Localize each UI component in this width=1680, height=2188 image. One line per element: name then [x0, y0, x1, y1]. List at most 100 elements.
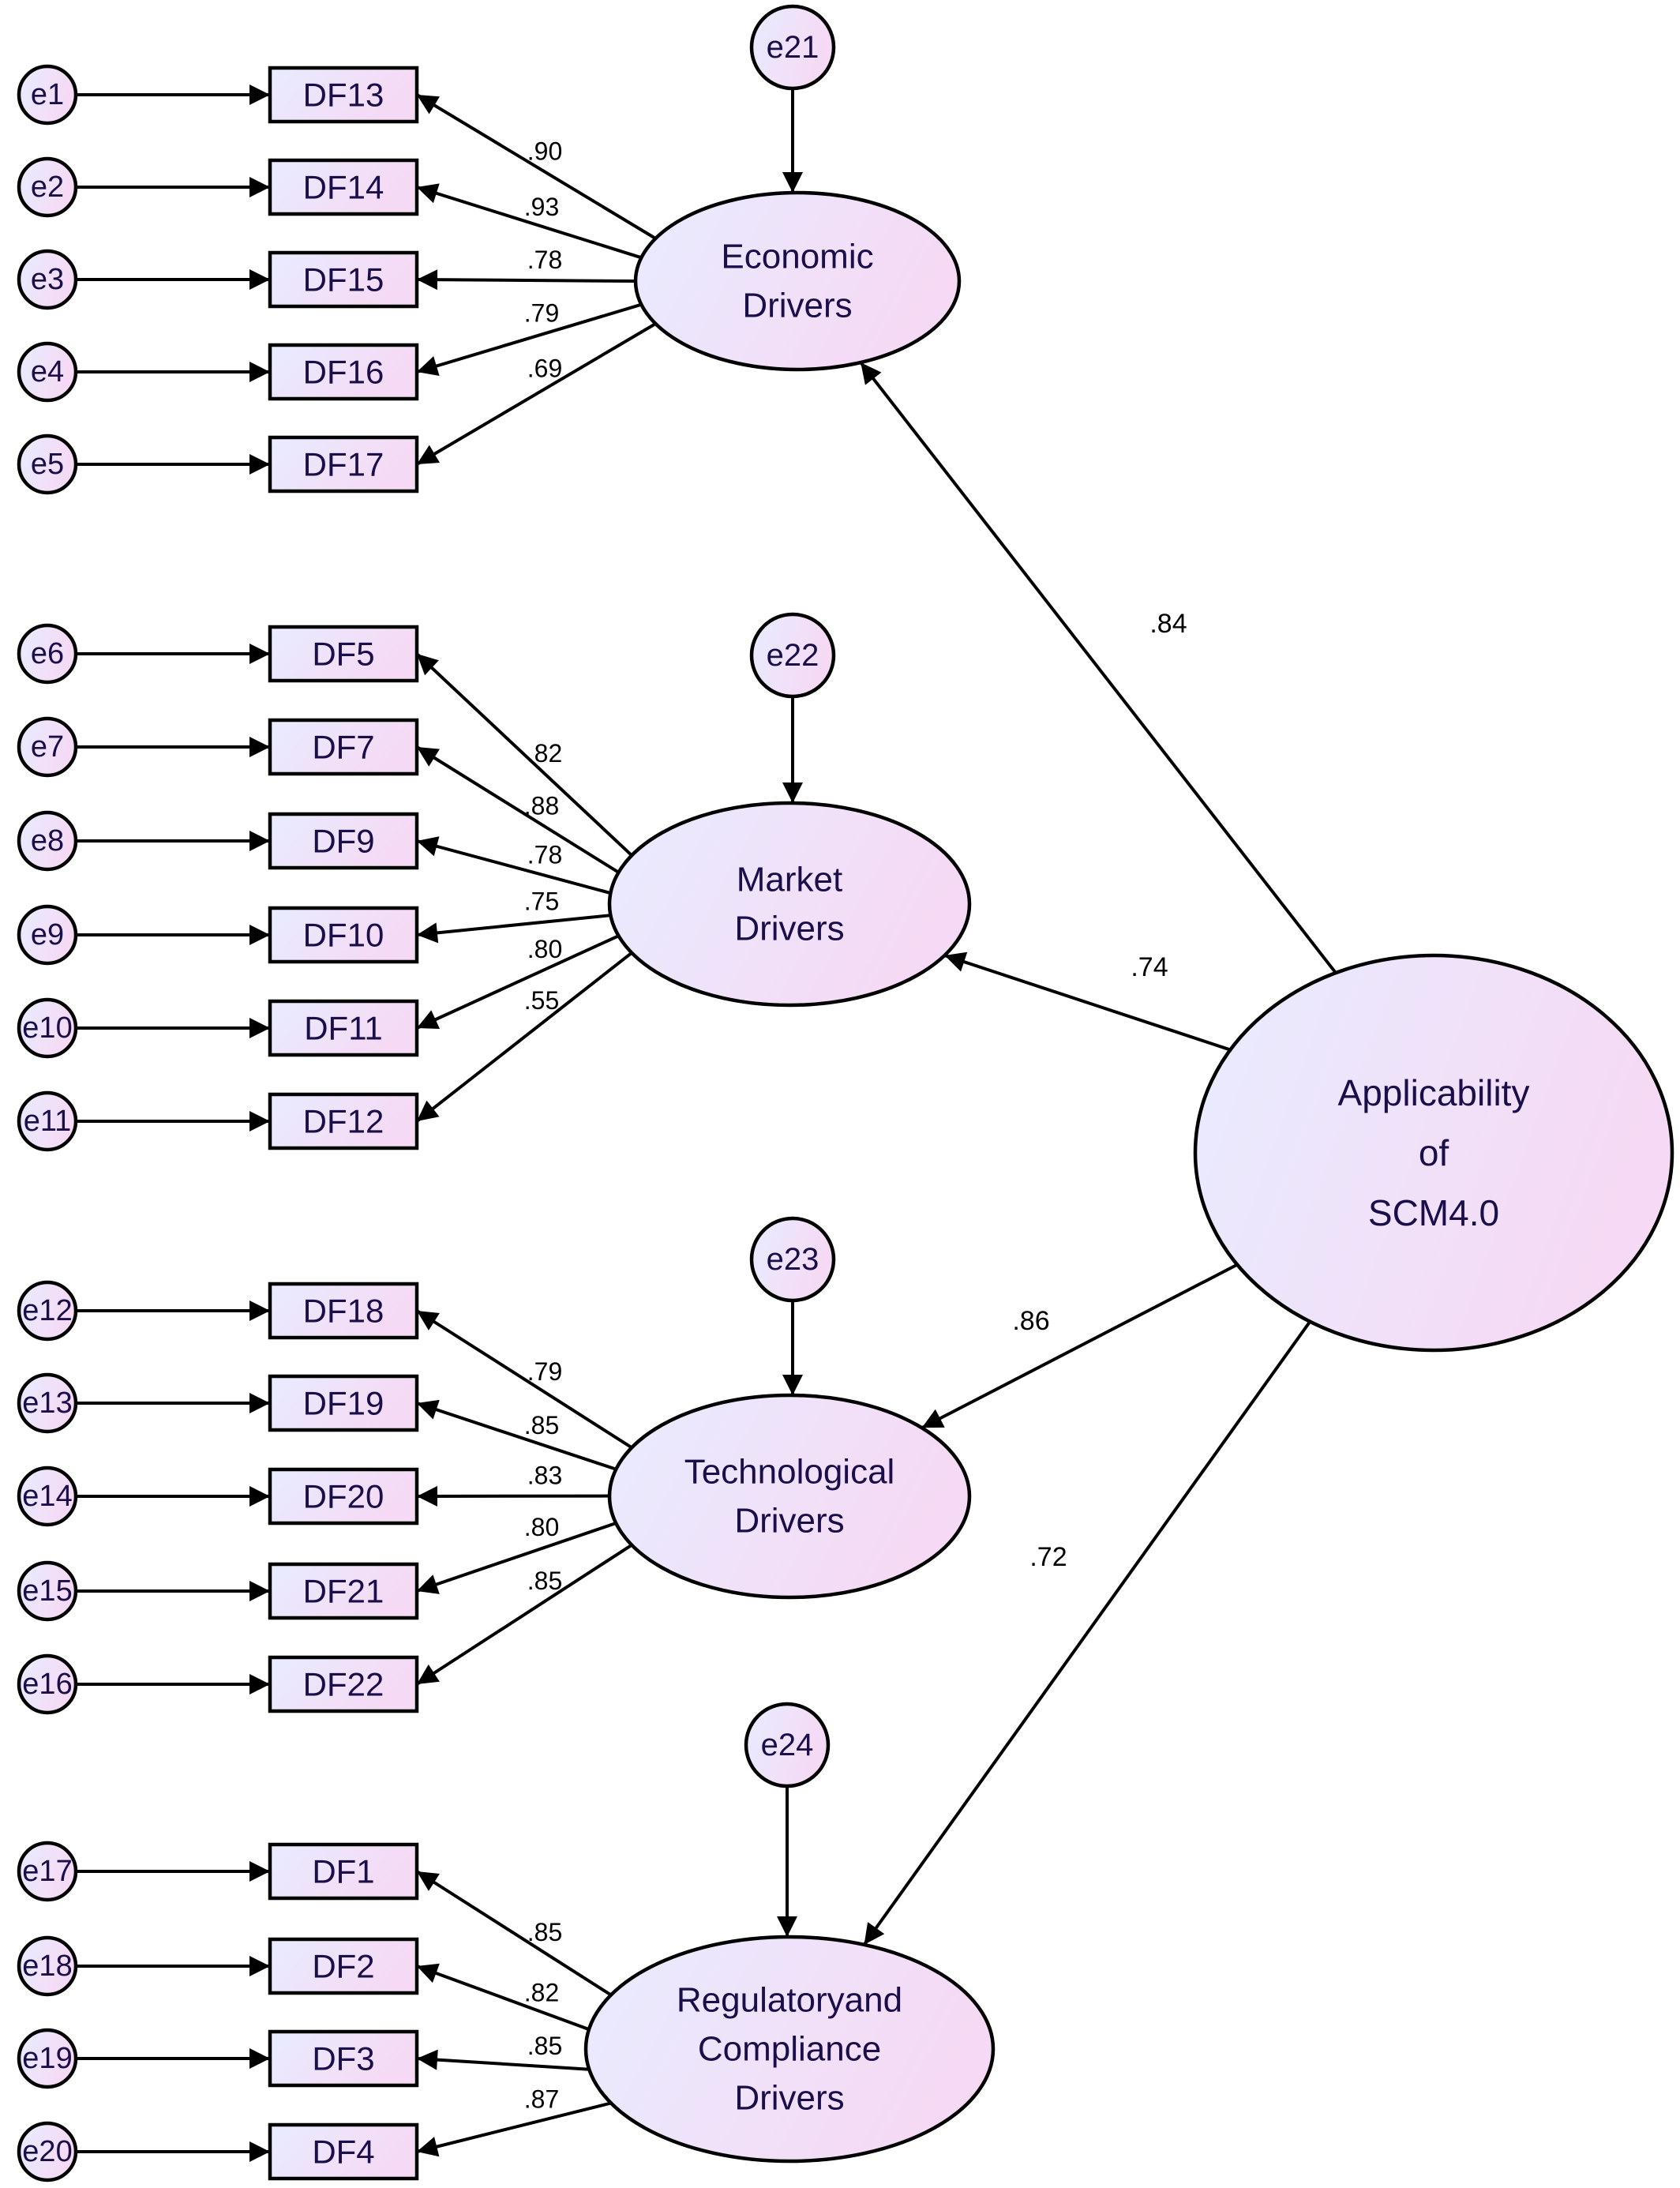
path-coefficient-market: .74 [1131, 952, 1168, 982]
loading-arrow [415, 745, 620, 874]
error-label: e15 [22, 1574, 72, 1608]
latent-label-scm: of [1419, 1132, 1449, 1173]
indicator-DF21 [268, 1562, 419, 1620]
disturbance-label: e23 [767, 1242, 819, 1277]
disturbance-e23 [749, 1216, 836, 1303]
indicator-label: DF22 [303, 1666, 384, 1703]
loading-label: .55 [524, 986, 559, 1015]
indicator-DF16 [268, 343, 419, 401]
latent-scm [1193, 953, 1674, 1353]
indicator-label: DF12 [303, 1103, 384, 1140]
disturbance-label: e22 [767, 638, 819, 673]
indicator-label: DF17 [303, 446, 384, 483]
disturbance-e24 [744, 1702, 831, 1788]
latent-market [607, 801, 972, 1008]
indicator-DF22 [268, 1655, 419, 1713]
loading-label: .85 [524, 1411, 559, 1439]
loading-arrow [416, 1963, 590, 2031]
loading-label: .80 [524, 1513, 559, 1541]
error-label: e11 [24, 1105, 72, 1138]
error-e11 [17, 1090, 78, 1152]
loading-label: .85 [527, 2032, 562, 2060]
indicator-label: DF2 [312, 1948, 374, 1985]
indicator-label: DF20 [303, 1478, 384, 1515]
loading-label: .88 [524, 792, 559, 820]
error-label: e4 [31, 355, 64, 388]
loading-label: .82 [527, 739, 562, 767]
latent-label-reg: Drivers [734, 2079, 844, 2118]
error-e19 [17, 2028, 78, 2089]
error-label: e10 [22, 1011, 72, 1045]
latent-label-tech: Technological [684, 1453, 895, 1492]
structural-arrow-reg [862, 1320, 1311, 1946]
indicator-label: DF9 [312, 823, 374, 860]
loading-arrow [416, 302, 642, 376]
error-label: e7 [31, 730, 64, 764]
indicator-DF5 [268, 625, 419, 683]
indicator-label: DF16 [303, 354, 384, 391]
indicator-DF7 [268, 718, 419, 776]
error-label: e9 [31, 918, 64, 951]
indicator-label: DF13 [303, 77, 384, 114]
loading-label: .69 [527, 355, 562, 383]
error-label: e19 [22, 2042, 72, 2075]
indicator-label: DF10 [303, 917, 384, 954]
loading-label: .93 [524, 193, 559, 221]
error-label: e3 [31, 263, 64, 296]
error-label: e18 [22, 1950, 72, 1983]
error-e5 [17, 433, 78, 495]
indicator-DF9 [268, 812, 419, 870]
indicator-label: DF19 [303, 1385, 384, 1422]
error-e6 [17, 623, 78, 685]
latent-label-econ: Drivers [742, 287, 852, 325]
latent-label-econ: Economic [721, 238, 873, 276]
error-label: e17 [22, 1855, 72, 1888]
indicator-label: DF1 [312, 1853, 374, 1890]
latent-econ [633, 190, 962, 372]
indicator-label: DF21 [303, 1573, 384, 1610]
latent-reg [583, 1935, 996, 2164]
indicator-DF15 [268, 250, 419, 309]
error-e10 [17, 997, 78, 1059]
loading-label: .83 [527, 1462, 562, 1490]
indicator-DF2 [268, 1937, 419, 1995]
loading-label: .82 [524, 1979, 559, 2007]
error-label: e8 [31, 824, 64, 858]
loading-label: .78 [527, 841, 562, 869]
loading-arrow [416, 836, 611, 895]
indicator-label: DF18 [303, 1293, 384, 1330]
latent-label-tech: Drivers [734, 1502, 844, 1541]
indicator-DF17 [268, 435, 419, 494]
loading-label: .90 [527, 137, 562, 166]
loading-arrow [415, 1870, 613, 1997]
error-e16 [17, 1653, 78, 1715]
path-coefficient-econ: .84 [1149, 609, 1187, 639]
disturbance-label: e24 [761, 1728, 814, 1762]
error-e17 [17, 1841, 78, 1902]
indicator-label: DF11 [304, 1010, 383, 1047]
indicator-label: DF4 [312, 2134, 374, 2171]
error-e9 [17, 904, 78, 966]
structural-arrow-market [943, 951, 1231, 1052]
loading-label: .78 [527, 246, 562, 274]
loading-label: .79 [524, 298, 559, 327]
error-e1 [17, 64, 78, 126]
loading-label: .85 [527, 1567, 562, 1595]
error-e12 [17, 1280, 78, 1342]
error-label: e14 [22, 1480, 72, 1513]
path-coefficient-tech: .86 [1012, 1306, 1049, 1336]
latent-label-scm: Applicability [1338, 1072, 1530, 1113]
error-e8 [17, 810, 78, 872]
structural-arrow-tech [921, 1263, 1239, 1430]
indicator-DF20 [268, 1467, 419, 1526]
loading-label: .79 [527, 1357, 562, 1386]
error-label: e2 [31, 171, 64, 204]
loading-arrow [416, 1522, 617, 1594]
indicator-DF4 [268, 2122, 419, 2181]
loading-label: .80 [527, 935, 562, 963]
disturbance-e21 [749, 4, 836, 91]
error-label: e6 [31, 637, 64, 670]
error-label: e20 [22, 2135, 72, 2168]
error-label: e16 [22, 1668, 72, 1701]
